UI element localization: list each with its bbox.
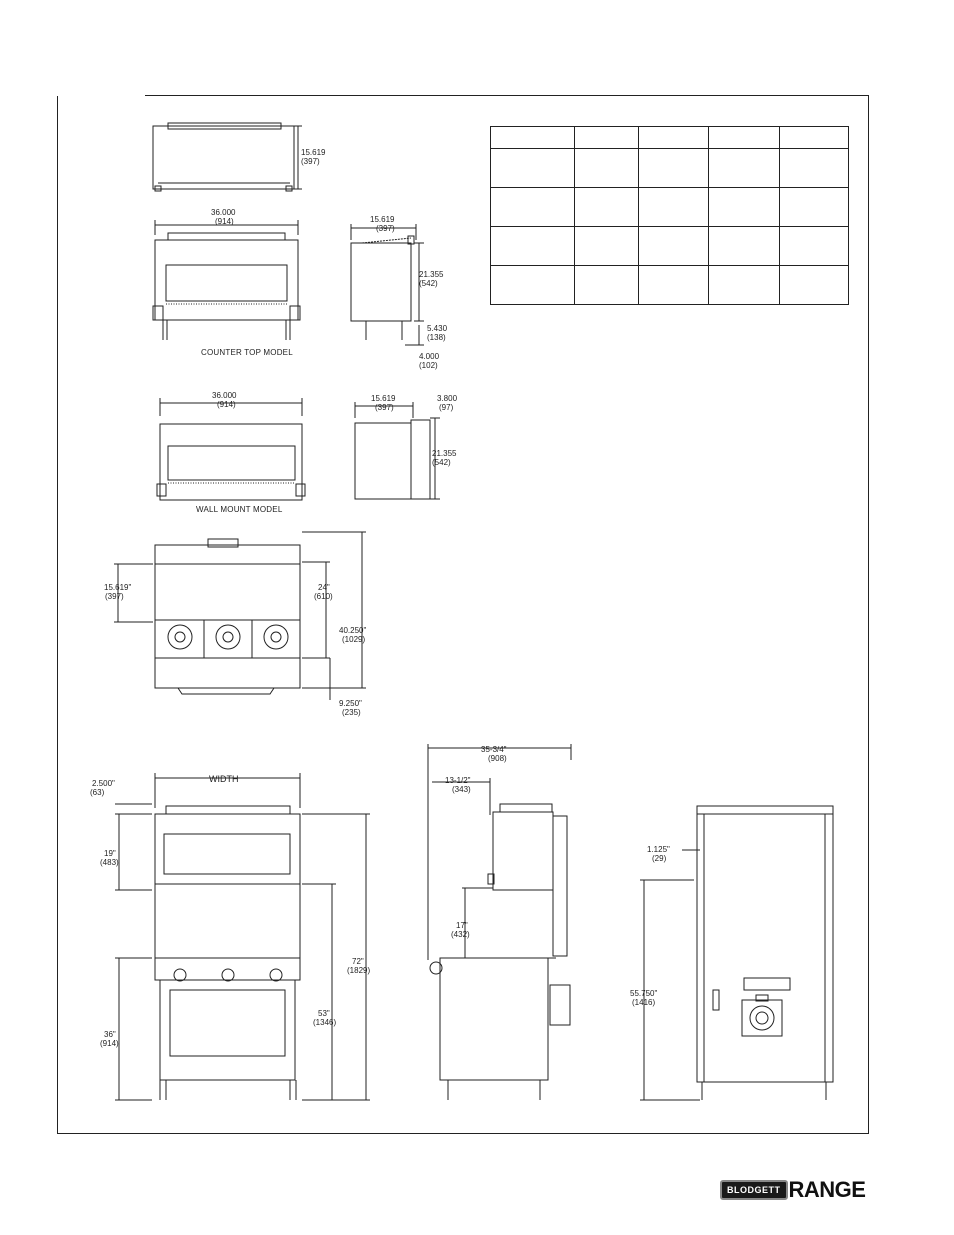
- table-row: [490, 226, 849, 266]
- dim-label: 19": [104, 849, 116, 858]
- dim-label: (432): [451, 930, 470, 939]
- dim-label: 55.750": [630, 989, 657, 998]
- full-range-rear-view: [640, 805, 834, 1101]
- dim-label: 15.619: [371, 394, 396, 403]
- dim-label: 72": [352, 957, 364, 966]
- table-cell: [708, 265, 780, 305]
- counter-top-top-view: [152, 122, 302, 192]
- table-cell: [638, 226, 709, 266]
- caption-counter-top: COUNTER TOP MODEL: [201, 348, 293, 357]
- caption-wall-mount: WALL MOUNT MODEL: [196, 505, 283, 514]
- table-header-row: [490, 126, 849, 149]
- table-row: [490, 265, 849, 305]
- dim-label: (908): [488, 754, 507, 763]
- drawing-frame: [57, 95, 869, 1134]
- dim-label: 36.000: [211, 208, 236, 217]
- wall-mount-front-view: [156, 398, 306, 501]
- dim-label: (102): [419, 361, 438, 370]
- dim-label: (1029): [342, 635, 365, 644]
- dim-label: (138): [427, 333, 446, 342]
- dim-label: (397): [376, 224, 395, 233]
- dim-label: 35-3/4": [481, 745, 507, 754]
- dim-label: 2.500": [92, 779, 115, 788]
- dim-label: 21.355: [419, 270, 444, 279]
- spec-table: [490, 126, 849, 305]
- dim-label: 3.800: [437, 394, 458, 403]
- table-cell: [779, 148, 849, 188]
- dim-label: 36.000: [212, 391, 237, 400]
- dim-label: 15.619: [301, 148, 326, 157]
- dim-label: (235): [342, 708, 361, 717]
- dim-label: 1.125": [647, 845, 670, 854]
- dim-label: 21.355: [432, 449, 457, 458]
- dim-label: 4.000: [419, 352, 440, 361]
- dim-label: 53": [318, 1009, 330, 1018]
- table-cell: [779, 265, 849, 305]
- dim-label: 15.619": [104, 583, 131, 592]
- table-cell: [779, 187, 849, 227]
- dim-label: (1416): [632, 998, 655, 1007]
- dim-label: (542): [419, 279, 438, 288]
- table-cell: [779, 226, 849, 266]
- dim-label: (610): [314, 592, 333, 601]
- dim-label: (343): [452, 785, 471, 794]
- table-cell: [638, 265, 709, 305]
- dim-label: (397): [301, 157, 320, 166]
- dim-label: (914): [217, 400, 236, 409]
- frame-notch: [57, 88, 145, 96]
- table-cell: [574, 265, 639, 305]
- dim-label: 36": [104, 1030, 116, 1039]
- logo-badge: BLODGETT: [720, 1180, 788, 1200]
- dim-label: (397): [375, 403, 394, 412]
- full-range-front-view: [115, 773, 370, 1101]
- range-mount-view: [114, 531, 366, 700]
- table-cell: [490, 265, 575, 305]
- dim-label: (97): [439, 403, 454, 412]
- dim-label: 5.430: [427, 324, 448, 333]
- dim-label: (914): [215, 217, 234, 226]
- table-cell: [574, 187, 639, 227]
- table-cell: [708, 226, 780, 266]
- dim-label: (914): [100, 1039, 119, 1048]
- dim-label: 17": [456, 921, 468, 930]
- dim-label: (29): [652, 854, 667, 863]
- wall-mount-side-view: [354, 402, 440, 500]
- dim-label: 24": [318, 583, 330, 592]
- dim-label: (63): [90, 788, 105, 797]
- logo-word: RANGE: [788, 1177, 866, 1202]
- brand-logo: BLODGETT RANGE: [720, 1177, 866, 1202]
- counter-top-front-view: [152, 220, 301, 340]
- dim-label: 13-1/2": [445, 776, 471, 785]
- dim-label: (1829): [347, 966, 370, 975]
- full-range-side-view: [427, 744, 572, 1100]
- dim-label: (542): [432, 458, 451, 467]
- dim-label: 40.250": [339, 626, 366, 635]
- dim-label: (483): [100, 858, 119, 867]
- dimension-labels: 15.619 (397) 36.000 (914) COUNTER TOP MO…: [90, 148, 670, 1048]
- dim-label: (397): [105, 592, 124, 601]
- dim-label: 9.250": [339, 699, 362, 708]
- counter-top-side-view: [350, 224, 424, 346]
- dim-label-width: WIDTH: [209, 774, 239, 784]
- table-row: [490, 187, 849, 227]
- dim-label: 15.619: [370, 215, 395, 224]
- dim-label: (1346): [313, 1018, 336, 1027]
